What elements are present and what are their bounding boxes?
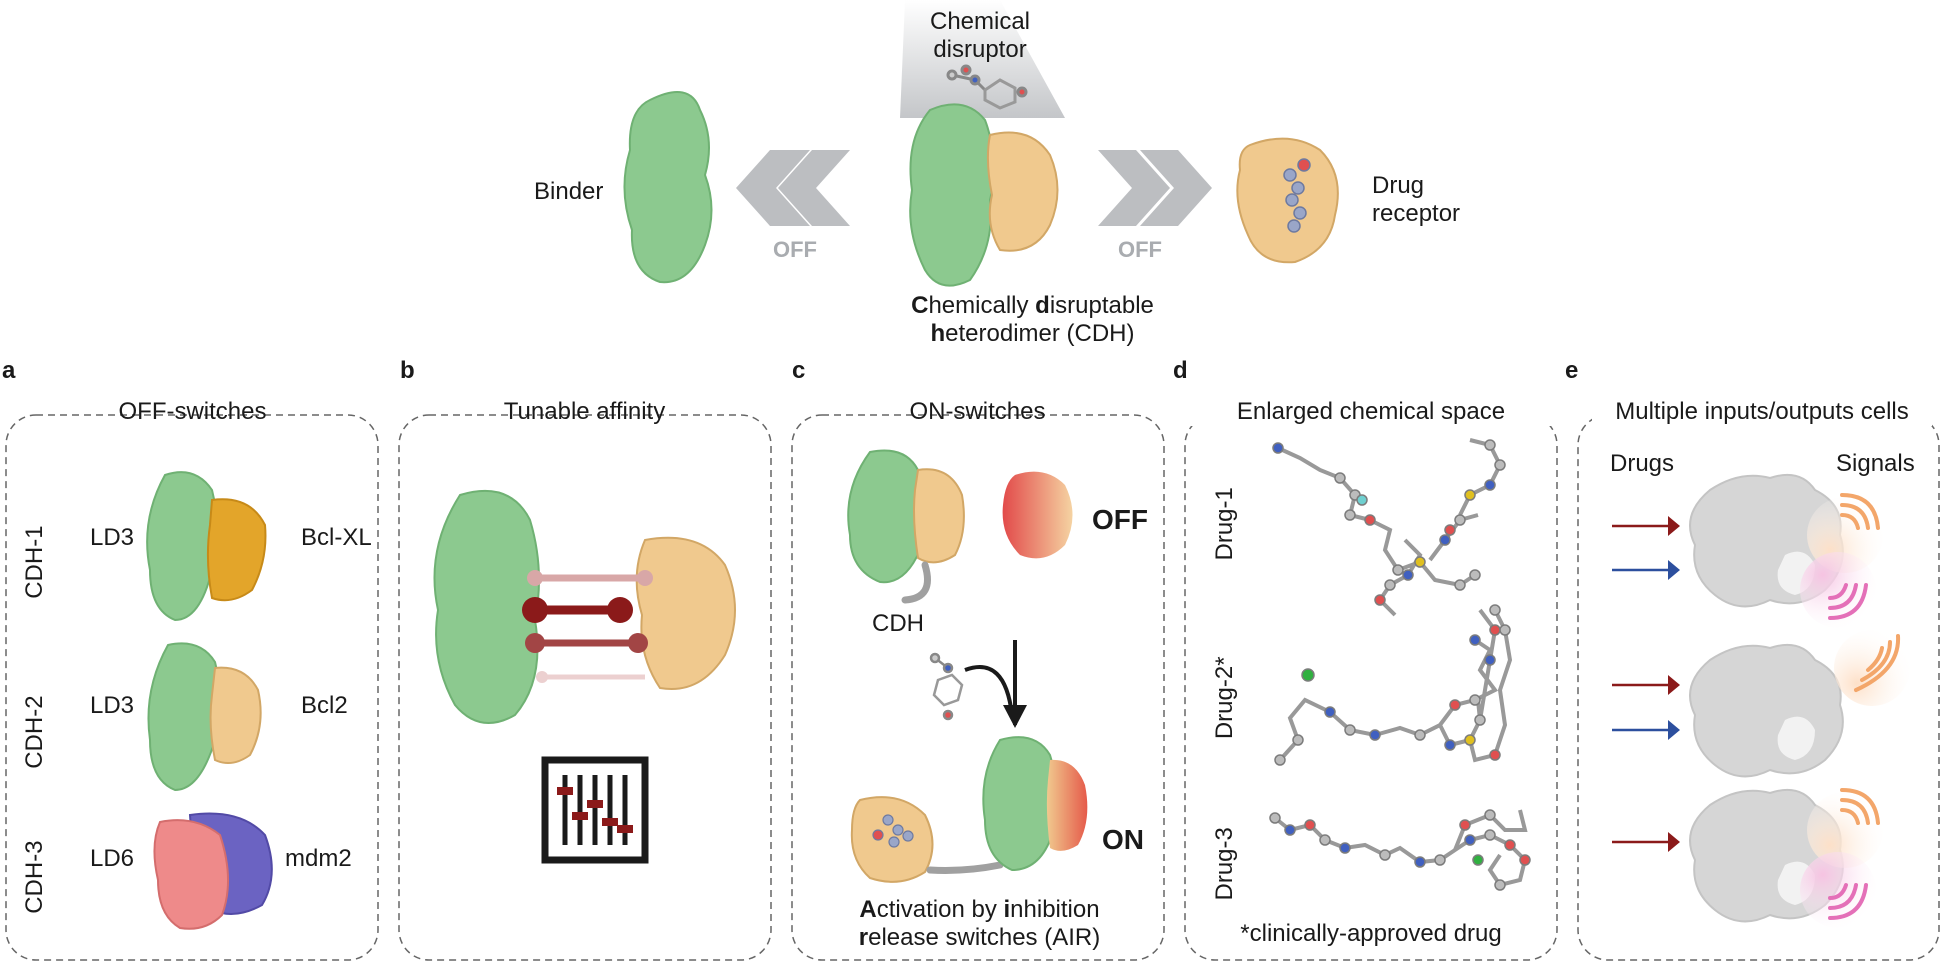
cdh-title: Chemically disruptable heterodimer (CDH) <box>860 292 1205 347</box>
panel-letter-d: d <box>1173 357 1188 384</box>
air-drug <box>872 814 914 848</box>
cdh1-bclxl <box>206 498 267 602</box>
panel-letter-b: b <box>400 357 415 384</box>
cdh-receptor <box>986 131 1059 252</box>
row-name-cdh2: CDH-2 <box>21 695 49 769</box>
air-red-partner <box>1046 759 1088 851</box>
cdh-title-text-3: eterodimer (CDH) <box>945 319 1135 347</box>
air-text-3: elease switches (AIR) <box>868 923 1101 951</box>
molecule-icon <box>929 652 964 721</box>
curved-arrow-icon <box>964 665 1014 716</box>
cdh2-binder <box>147 642 221 792</box>
chevron-right-icon <box>1098 150 1212 226</box>
cdh-binder <box>909 103 995 287</box>
tunable-binder <box>433 489 540 724</box>
receptor-line-2: receptor <box>1372 199 1461 227</box>
signal-waves-icon <box>1800 493 1910 928</box>
off-protein <box>1002 471 1073 559</box>
binder-label: Binder <box>534 178 604 205</box>
cdh-linker <box>901 561 931 604</box>
row-binder-ld6: LD6 <box>90 845 135 872</box>
row-partner-mdm2: mdm2 <box>285 845 352 872</box>
equalizer-icon <box>541 756 649 864</box>
panel-letter-c: c <box>792 357 806 384</box>
panel-e-title: Multiple inputs/outputs cells <box>1592 398 1932 426</box>
panel-a-title: OFF-switches <box>118 398 267 425</box>
signals-label: Signals <box>1836 450 1915 477</box>
row-partner-bcl2: Bcl2 <box>301 692 348 719</box>
air-text-2: nhibition <box>1010 896 1100 923</box>
air-linker <box>926 861 1004 874</box>
row-partner-bclxl: Bcl-XL <box>301 524 372 551</box>
row-binder-ld3-1: LD3 <box>90 524 135 551</box>
on-cdh-binder <box>847 449 925 584</box>
disruptor-line-1: Chemical <box>929 8 1031 35</box>
cdh-title-line-2: heterodimer (CDH) <box>860 320 1205 348</box>
binder-protein <box>623 91 713 284</box>
row-binder-ld3-2: LD3 <box>90 692 135 719</box>
cdh1-binder <box>146 471 218 622</box>
panel-letter-a: a <box>2 357 16 384</box>
cdh-title-bold-c: C <box>911 292 929 319</box>
cdh-title-bold-d: d <box>1035 292 1050 319</box>
air-bold-i: i <box>1003 896 1011 923</box>
panel-c-title: ON-switches <box>909 398 1046 425</box>
air-text-1: ctivation by <box>876 896 1004 923</box>
drug1-structure <box>1272 438 1506 617</box>
panel-d-title: Enlarged chemical space <box>1190 398 1552 426</box>
cdh-title-text-2: isruptable <box>1049 292 1154 319</box>
receptor-line-1: Drug <box>1372 172 1425 199</box>
chevron-left-icon <box>736 150 850 226</box>
bound-drug <box>1283 158 1311 233</box>
air-bold-r: r <box>858 923 869 951</box>
air-title: Activation by inhibition release switche… <box>812 896 1147 951</box>
on-state-label: ON <box>1102 824 1144 855</box>
affinity-links <box>522 570 653 683</box>
cdh-title-line-1: Chemically disruptable <box>860 292 1205 320</box>
off-label-left: OFF <box>773 237 817 262</box>
disruptor-label: Chemical disruptor <box>905 8 1055 63</box>
cell-icon-2 <box>1689 644 1844 778</box>
cdh-title-bold-h: h <box>930 319 946 347</box>
tunable-receptor <box>635 536 736 690</box>
drug-2-label: Drug-2* <box>1211 656 1239 740</box>
drugs-label: Drugs <box>1610 450 1675 477</box>
off-label-right: OFF <box>1118 237 1162 262</box>
panel-b-title: Tunable affinity <box>503 398 666 425</box>
cdh-label: CDH <box>872 610 924 637</box>
disruptor-line-2: disruptor <box>933 35 1027 63</box>
molecule-icon <box>946 64 1028 110</box>
cdh2-bcl2 <box>209 666 262 765</box>
cdh-title-text-1: hemically <box>928 292 1036 319</box>
row-name-cdh1: CDH-1 <box>21 525 49 599</box>
air-title-line-2: release switches (AIR) <box>812 924 1147 952</box>
drug-input-arrows <box>1612 516 1680 852</box>
row-name-cdh3: CDH-3 <box>21 840 49 914</box>
drug3-structure <box>1269 809 1531 891</box>
cdh3-ld6 <box>153 819 229 930</box>
drug2-structure <box>1274 604 1513 766</box>
panel-borders <box>5 414 1940 961</box>
drug-1-label: Drug-1 <box>1211 487 1239 561</box>
drug-3-label: Drug-3 <box>1211 827 1239 901</box>
air-title-line-1: Activation by inhibition <box>812 896 1147 924</box>
air-bold-a: A <box>859 896 877 923</box>
receptor-label: Drug receptor <box>1372 172 1460 227</box>
clinical-footnote: *clinically-approved drug <box>1240 920 1502 947</box>
air-binder <box>982 736 1058 872</box>
off-state-label: OFF <box>1092 504 1148 535</box>
panel-letter-e: e <box>1565 357 1579 384</box>
on-cdh-receptor <box>913 468 965 564</box>
